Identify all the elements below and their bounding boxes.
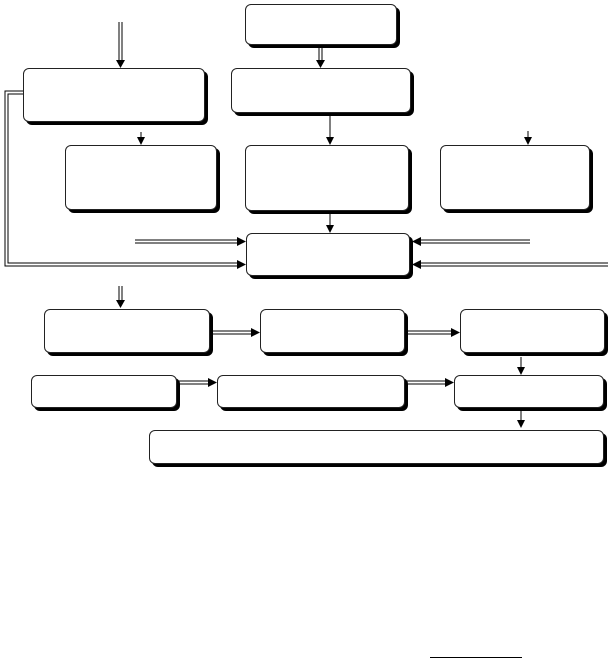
node-row1-left (23, 68, 205, 122)
edge-external-left-upper-to-center (135, 237, 246, 246)
edge-external-to-r1-left (116, 22, 125, 68)
edge-r1-mid-to-r2-mid (326, 113, 334, 145)
edge-external-to-r4-left (116, 286, 125, 308)
edge-r1-left-to-r2-left (137, 132, 145, 145)
edge-r1-left-loop-to-center (4, 90, 246, 269)
edge-r4-mid-to-r4-right (407, 328, 460, 337)
edge-r2-mid-to-center (326, 211, 334, 233)
edge-external-right-upper-to-center (412, 237, 530, 246)
node-row5-left (31, 375, 177, 408)
node-row2-left (65, 145, 217, 210)
edge-r5-mid-to-r5-right (407, 378, 454, 387)
edge-external-to-r2-right (524, 131, 532, 145)
footer-rule (430, 657, 522, 658)
node-row2-middle (245, 145, 409, 211)
node-row2-right (440, 145, 590, 210)
node-row1-middle (231, 68, 411, 113)
edge-r4-right-to-r5-right (517, 357, 525, 375)
node-bottom (149, 430, 604, 464)
edge-r5-right-to-bottom (517, 409, 525, 428)
edge-r5-left-to-r5-mid (178, 378, 217, 387)
node-top (245, 4, 397, 45)
node-row5-right (454, 375, 604, 408)
node-center (246, 233, 410, 276)
node-row4-middle (260, 309, 405, 353)
node-row4-left (44, 309, 210, 353)
edge-external-right-lower-to-center (412, 260, 608, 269)
edge-top-to-r1-mid (316, 45, 325, 68)
node-row5-middle (217, 375, 405, 408)
edge-r4-left-to-r4-mid (213, 328, 260, 337)
node-row4-right (460, 309, 605, 353)
